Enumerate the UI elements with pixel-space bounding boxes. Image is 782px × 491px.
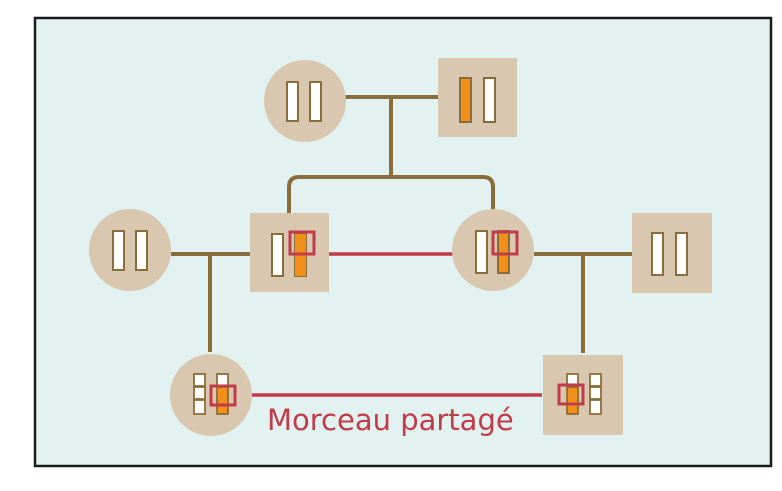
shared-segment-marker (557, 383, 585, 406)
shared-segment-marker (288, 230, 316, 256)
right-spouse-male (632, 213, 712, 293)
chromosome (309, 81, 322, 122)
chromosome-piece (193, 373, 206, 387)
chromosome (112, 230, 125, 271)
chromosome (675, 232, 688, 276)
chromosome (651, 232, 664, 276)
chromosome-piece (193, 386, 206, 400)
chromosome-piece (193, 399, 206, 415)
cousin-female (170, 354, 252, 436)
chromosome-orange (459, 77, 472, 123)
shared-segment-label: Morceau partagé (267, 403, 514, 437)
sibship-line (287, 175, 495, 213)
female-symbol (264, 60, 346, 142)
male-symbol (632, 213, 712, 293)
shared-segment-marker (491, 230, 519, 256)
shared-segment-marker (209, 384, 237, 407)
chromosome-orange-segment (497, 230, 510, 274)
chromosome-piece (589, 386, 602, 400)
chromosome-orange-segment (216, 386, 229, 415)
family-lines (171, 95, 632, 353)
female-symbol (89, 209, 171, 291)
chromosome (271, 233, 284, 277)
chromosome (286, 81, 299, 122)
shared-segment-lines (252, 252, 542, 397)
male-symbol (438, 58, 517, 137)
sibling-male (250, 213, 329, 292)
grandparent-female (264, 60, 346, 142)
chromosome-piece (589, 399, 602, 415)
chromosome-piece (589, 373, 602, 387)
chromosome-orange-segment (566, 386, 579, 415)
chromosome (475, 230, 488, 274)
sibling-female (452, 209, 534, 291)
left-spouse-female (89, 209, 171, 291)
chromosome (483, 77, 496, 123)
grandparent-male (438, 58, 517, 137)
chromosome-piece (216, 373, 229, 387)
cousin-male (543, 355, 623, 435)
chromosome (135, 230, 148, 271)
